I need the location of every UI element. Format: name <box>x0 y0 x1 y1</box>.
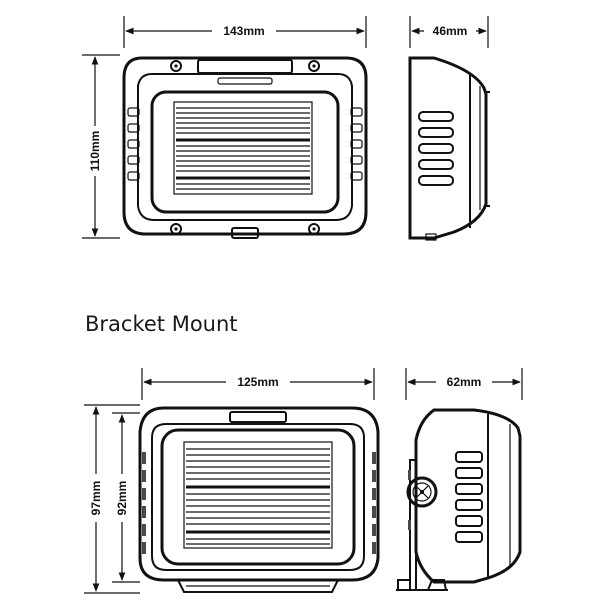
bottom-side-vent-slots <box>455 451 483 543</box>
top-height-label: 110mm <box>88 131 102 172</box>
top-reflector-lines <box>176 107 310 190</box>
bracket-foot-left <box>397 579 411 590</box>
bottom-inner-height-label: 92mm <box>115 481 129 516</box>
top-depth-label: 46mm <box>433 24 468 38</box>
top-side-view: 46mm <box>408 16 490 241</box>
top-width-label: 143mm <box>223 24 264 38</box>
bottom-side-view: 62mm <box>396 368 523 591</box>
top-screw-icons <box>170 60 320 235</box>
bottom-bracket <box>177 579 339 593</box>
top-front-view: 143mm 110mm <box>82 16 368 239</box>
top-vent-slots <box>127 107 363 181</box>
bottom-depth-label: 62mm <box>447 375 482 389</box>
top-side-housing <box>408 56 488 240</box>
bottom-outer-height-label: 97mm <box>89 481 103 516</box>
top-housing-outline <box>122 56 368 236</box>
bottom-side-fins <box>142 452 376 554</box>
bottom-width-label: 125mm <box>237 375 278 389</box>
bracket-foot-right <box>427 579 447 591</box>
bottom-housing-outline <box>138 406 380 582</box>
bottom-front-view: 125mm 97mm 92mm <box>84 368 380 594</box>
section-title: Bracket Mount <box>85 312 238 336</box>
top-side-vent-slots <box>418 111 454 186</box>
bottom-side-housing <box>414 408 522 584</box>
top-lens <box>150 90 340 214</box>
bracket-knob-icon <box>406 476 438 508</box>
bottom-reflector-lines <box>186 448 330 545</box>
bottom-lens <box>160 428 356 566</box>
